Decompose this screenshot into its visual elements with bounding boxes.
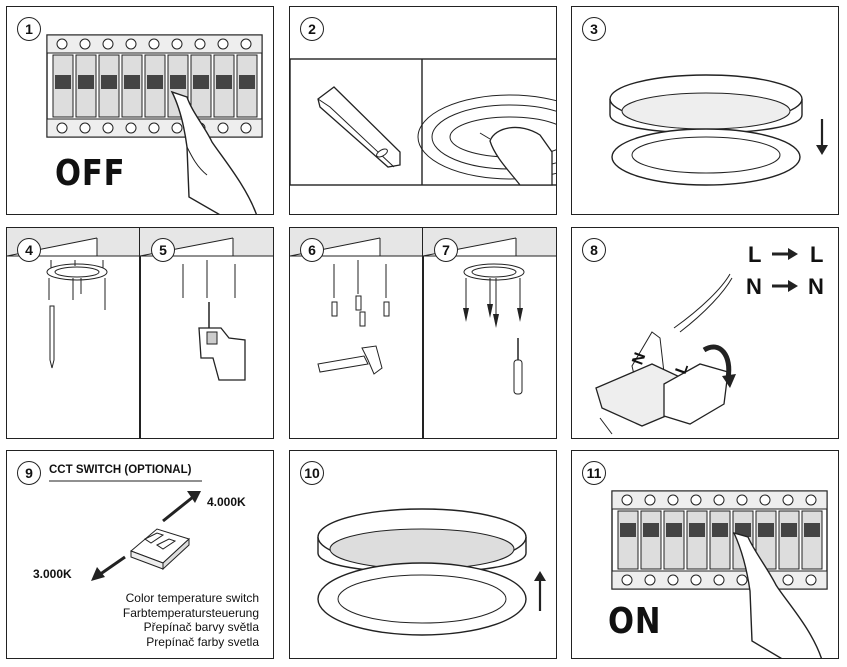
step-number-5: 5 [151,238,175,262]
step-number-3: 3 [582,17,606,41]
step-number-8: 8 [582,238,606,262]
mounting-bracket-illustration [290,58,556,186]
lang-de: Farbtemperatursteuerung [122,605,259,620]
panel-divider [139,228,141,438]
step-number-10: 10 [300,461,324,485]
step-number-2: 2 [300,17,324,41]
step-11-panel: 11 ON [571,450,839,659]
wiring-illustration [595,248,798,435]
breaker-panel-illustration [46,34,263,214]
cct-low-label: 3.000K [33,567,72,581]
panel-divider [422,228,424,438]
lang-en: Color temperature switch [125,591,259,605]
step-number-7: 7 [434,238,458,262]
step-4-5-panel: 4 5 [6,227,274,439]
step-8-panel: 8 L L N N N L [571,227,839,439]
step-number-11: 11 [582,461,606,485]
step-number-4: 4 [17,238,41,262]
cct-high-label: 4.000K [207,495,246,509]
cct-switch-title: CCT SWITCH (OPTIONAL) [49,464,192,476]
wiring-n-from: N [746,274,762,299]
cct-switch-illustration [49,480,202,581]
step-number-1: 1 [17,17,41,41]
step-3-panel: 3 [571,6,839,215]
wiring-l-from: L [748,242,762,267]
off-label: OFF [55,153,126,194]
anchors-screws-illustration [290,228,556,395]
step-number-9: 9 [17,461,41,485]
on-label: ON [608,601,662,642]
wiring-l-to: L [810,242,824,267]
marking-drilling-illustration [7,228,273,381]
lang-cs: Přepínač barvy světla [143,620,259,634]
step-1-panel: 1 OFF [6,6,274,215]
cct-description: Color temperature switch Farbtemperaturs… [123,591,259,649]
step-number-6: 6 [300,238,324,262]
step-6-7-panel: 6 7 [289,227,557,439]
step-9-panel: 9 CCT SWITCH (OPTIONAL) 4.000K 3.000K Co… [6,450,274,659]
lang-sk: Prepínač farby svetla [146,634,259,649]
breaker-on-illustration [611,490,828,658]
step-10-panel: 10 [289,450,557,659]
wiring-n-to: N [808,274,824,299]
step-2-panel: 2 [289,6,557,215]
ring-attach-illustration [317,508,546,636]
ring-removal-illustration [609,74,828,186]
